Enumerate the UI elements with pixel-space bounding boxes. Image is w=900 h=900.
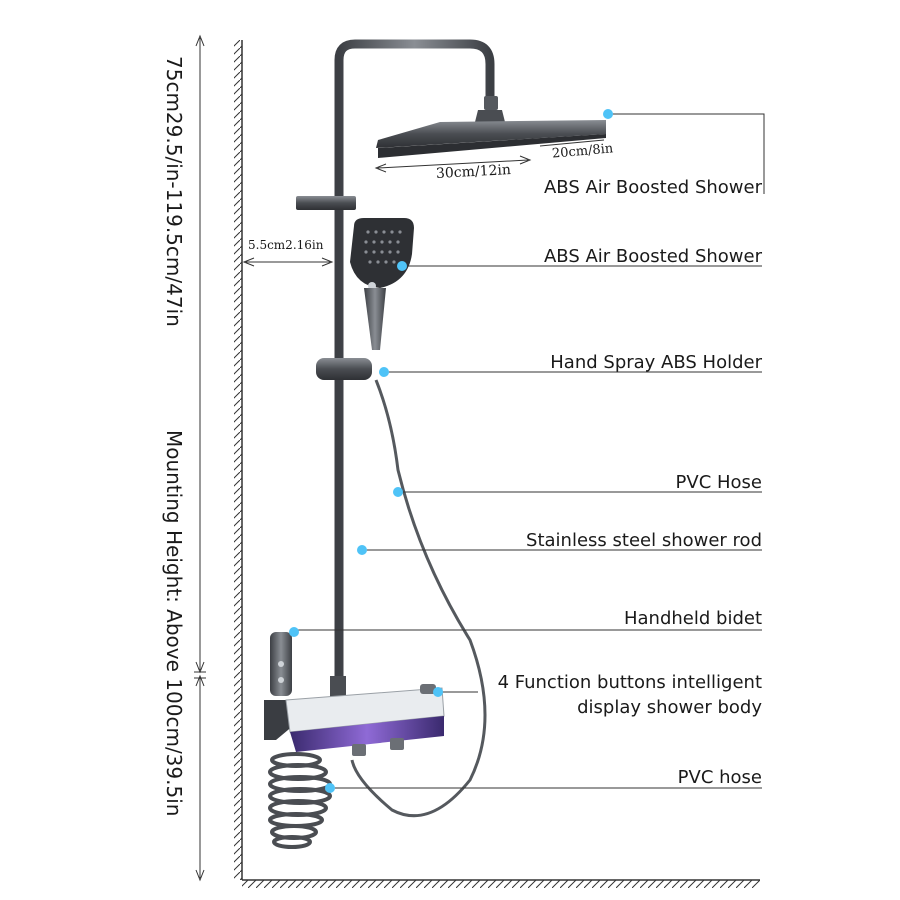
dot-body [433, 687, 443, 697]
dot-hand-shower [397, 261, 407, 271]
label-pvc-hose: PVC Hose [675, 472, 762, 493]
pvc-hose [350, 379, 487, 818]
label-bottom-hose: PVC hose [677, 767, 762, 788]
label-holder: Hand Spray ABS Holder [550, 352, 762, 373]
rain-shower-head [376, 120, 606, 158]
dot-rod [357, 545, 367, 555]
label-mounting-height: Mounting Height: Above 100cm/39.5in [162, 430, 186, 817]
label-shower-body-line1: 4 Function buttons intelligent [497, 672, 762, 693]
dot-hose [393, 487, 403, 497]
label-hand-shower: ABS Air Boosted Shower [543, 246, 762, 267]
label-wall-offset: 5.5cm2.16in [248, 238, 324, 252]
shower-rod [334, 39, 505, 695]
label-shower-body: 4 Function buttons intelligent display s… [498, 670, 762, 720]
label-rain-shower: ABS Air Boosted Shower [543, 177, 762, 198]
leader-rain-shower [608, 113, 765, 194]
dot-bidet [289, 627, 299, 637]
head-depth-dimension [539, 139, 605, 147]
wall [234, 40, 243, 880]
dot-holder [379, 367, 389, 377]
callout-dots [289, 109, 613, 793]
bidet-coiled-hose [268, 752, 332, 849]
shower-body [285, 676, 445, 756]
wall-bracket [296, 196, 356, 210]
mounting-height-dimension [194, 674, 206, 882]
wall-offset-dimension [242, 257, 334, 267]
label-shower-body-line2: display shower body [577, 697, 762, 718]
rod-height-dimension [194, 34, 206, 674]
label-bidet: Handheld bidet [623, 608, 762, 629]
hand-shower [350, 218, 414, 350]
dot-rain-shower [603, 109, 613, 119]
label-rod-height: 75cm29.5/in-119.5cm/47in [162, 56, 186, 327]
dot-bottom-hose [325, 783, 335, 793]
leader-lines [294, 113, 765, 789]
hand-spray-holder [316, 358, 372, 380]
floor [242, 879, 760, 888]
label-rod: Stainless steel shower rod [526, 530, 762, 551]
head-width-dimension [374, 155, 532, 173]
